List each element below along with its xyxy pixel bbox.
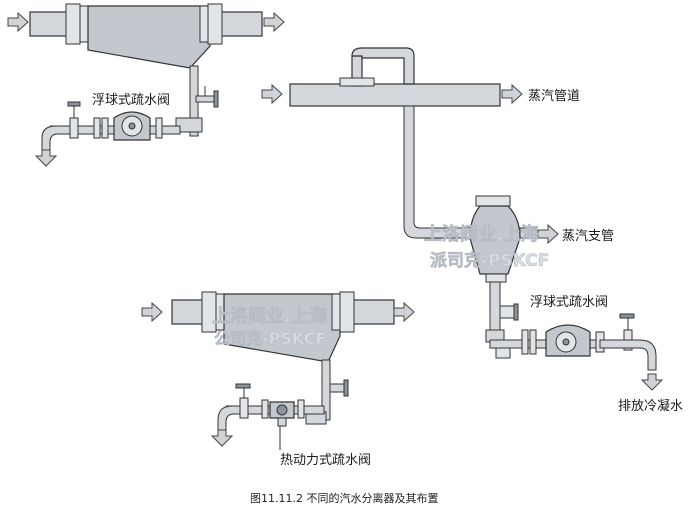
figure-caption: 图11.11.2 不同的汽水分离器及其布置 bbox=[250, 491, 438, 505]
steam-branch-line: 蒸汽支管 bbox=[403, 105, 614, 283]
watermark-line2-upper: 派司克-PSKCF bbox=[430, 250, 549, 271]
flow-arrow-icon bbox=[141, 301, 163, 323]
flow-arrow-icon bbox=[393, 301, 415, 323]
flow-arrow-icon bbox=[261, 83, 283, 105]
float-trap-assembly-top bbox=[41, 101, 181, 159]
label-steam-main: 蒸汽管道 bbox=[528, 89, 580, 104]
thermo-trap-assembly bbox=[217, 383, 325, 437]
steam-main-line: 蒸汽管道 bbox=[261, 47, 580, 107]
flow-arrow-icon bbox=[537, 223, 559, 245]
label-drain-condensate: 排放冷凝水 bbox=[618, 398, 683, 414]
drain-arrow-icon bbox=[640, 373, 664, 391]
flow-arrow-icon bbox=[7, 11, 29, 33]
separator-top-left bbox=[29, 3, 263, 137]
label-steam-branch: 蒸汽支管 bbox=[562, 229, 614, 244]
separator-bottom-left bbox=[141, 291, 415, 425]
flow-arrow-icon bbox=[263, 11, 285, 33]
flow-arrow-icon bbox=[501, 83, 523, 105]
drain-arrow-icon bbox=[34, 149, 58, 167]
watermark-line1-lower: 上洛阀业.上海 bbox=[212, 305, 327, 327]
watermark-line1-upper: 上洛阀业.上海 bbox=[424, 223, 539, 245]
float-trap-assembly-right bbox=[485, 281, 657, 371]
label-float-trap-right: 浮球式疏水阀 bbox=[530, 295, 608, 310]
label-float-trap-top: 浮球式疏水阀 bbox=[92, 93, 170, 108]
label-thermo-trap: 热动力式疏水阀 bbox=[280, 453, 371, 468]
watermark-line2-lower: 公司克-PSKCF bbox=[214, 329, 326, 348]
drain-arrow-icon bbox=[210, 429, 234, 447]
